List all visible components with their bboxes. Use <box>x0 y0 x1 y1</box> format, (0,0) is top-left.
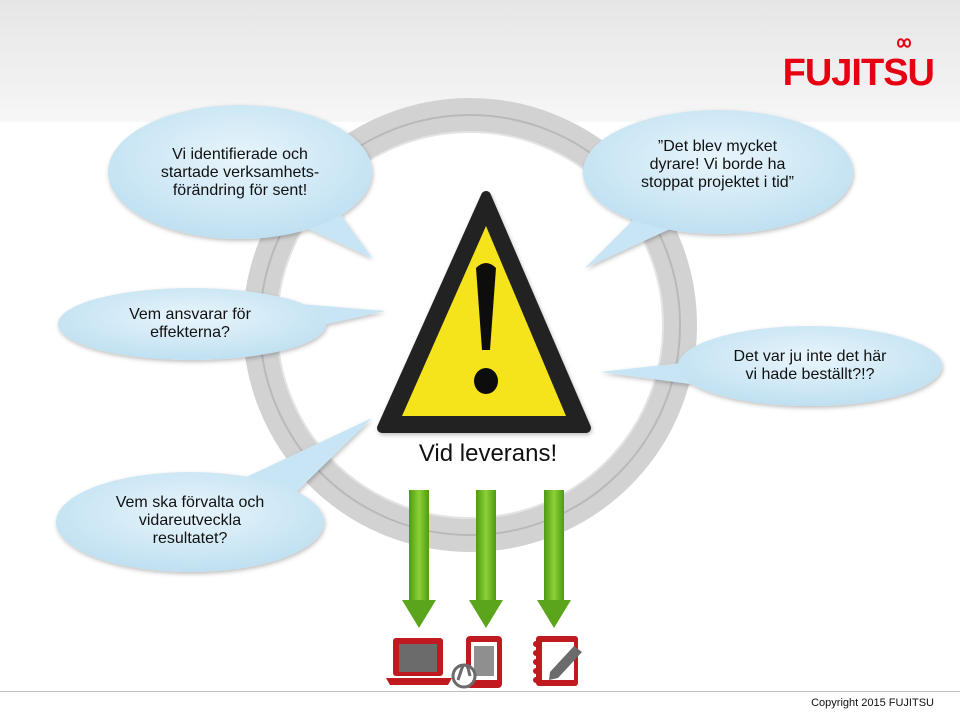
speech-bubble-identify <box>108 105 372 258</box>
arrow-to-tablet <box>469 490 503 628</box>
delivery-caption: Vid leverans! <box>418 440 558 467</box>
bubble-text-ordered: Det var ju inte det här vi hade beställt… <box>733 348 887 383</box>
fujitsu-logo: FUJITSU <box>782 52 935 94</box>
speech-bubble-expensive <box>583 110 853 268</box>
bubble-text-expensive: ”Det blev mycket dyrare! Vi borde ha sto… <box>641 138 794 191</box>
tablet-touch-icon <box>451 636 502 689</box>
speech-bubble-ordered <box>600 326 942 406</box>
arrow-to-notebook <box>537 490 571 628</box>
bubble-text-maintain: Vem ska förvalta och vidareutveckla resu… <box>115 494 265 547</box>
copyright-text: Copyright 2015 FUJITSU <box>811 697 934 709</box>
notebook-edit-icon <box>533 636 582 686</box>
bubble-text-responsible: Vem ansvarar för effekterna? <box>129 306 251 341</box>
laptop-icon <box>386 638 452 685</box>
fujitsu-infinity-icon <box>896 38 912 48</box>
arrow-to-laptop <box>402 490 436 628</box>
bubble-text-identify: Vi identifierade och startade verksamhet… <box>160 146 320 199</box>
warning-icon <box>377 191 591 433</box>
footer-divider <box>0 691 960 692</box>
speech-bubble-maintain <box>56 418 372 572</box>
speech-bubble-responsible <box>58 288 385 360</box>
